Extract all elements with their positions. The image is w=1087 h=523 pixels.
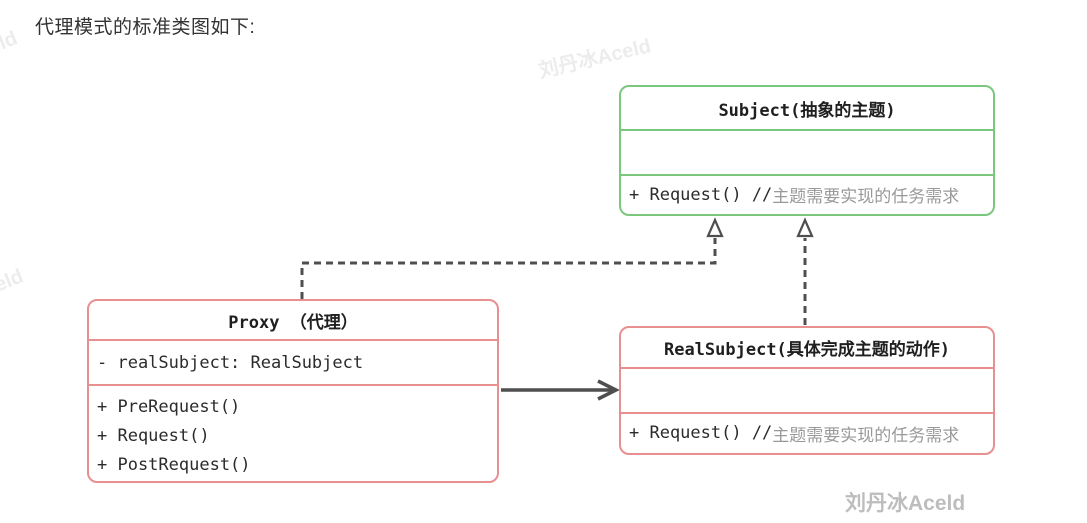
class-title-proxy: Proxy （代理） — [228, 312, 358, 333]
class-title-subject: Subject(抽象的主题) — [718, 100, 896, 121]
page-title: 代理模式的标准类图如下: — [35, 17, 256, 38]
subject-methods: + Request() //主题需要实现的任务需求 — [621, 174, 993, 213]
method-comment: 主题需要实现的任务需求 — [772, 187, 960, 207]
class-box-subject: Subject(抽象的主题) + Request() //主题需要实现的任务需求 — [619, 85, 995, 216]
proxy-method-prerequest: + PreRequest() — [97, 396, 241, 417]
class-box-proxy: Proxy （代理） - realSubject: RealSubject + … — [87, 299, 499, 483]
method-code: + Request() // — [629, 184, 773, 205]
realsubject-attributes-empty — [621, 367, 993, 412]
realsubject-methods: + Request() //主题需要实现的任务需求 — [621, 412, 993, 452]
proxy-to-subject-arrow — [300, 217, 724, 299]
proxy-attribute: - realSubject: RealSubject — [89, 339, 497, 384]
subject-attributes-empty — [621, 129, 993, 174]
hollow-triangle-arrowhead — [706, 217, 724, 238]
proxy-method-request: + Request() — [97, 425, 210, 446]
proxy-methods: + PreRequest() + Request() + PostRequest… — [89, 384, 497, 480]
realsubject-to-subject-arrow — [796, 217, 814, 325]
open-arrowhead — [597, 379, 620, 401]
class-title-realsubject: RealSubject(具体完成主题的动作) — [663, 340, 951, 360]
proxy-method-postrequest: + PostRequest() — [97, 454, 251, 475]
class-box-realsubject: RealSubject(具体完成主题的动作) + Request() //主题需… — [619, 326, 995, 455]
method-code: + Request() // — [629, 423, 773, 443]
proxy-to-realsubject-arrow — [501, 379, 620, 401]
method-comment: 主题需要实现的任务需求 — [772, 425, 960, 446]
hollow-triangle-arrowhead — [796, 217, 814, 238]
